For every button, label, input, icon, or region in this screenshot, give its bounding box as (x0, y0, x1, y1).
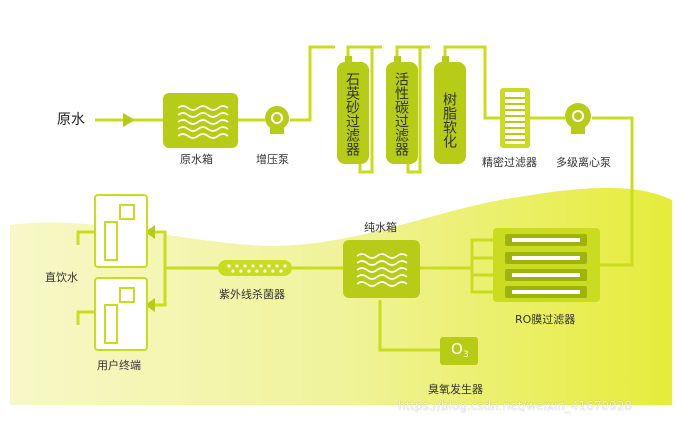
carbon-filter-label: 活性碳过滤器 (393, 72, 409, 156)
watermark: https://blog.csdn.net/weixin_41670928 (398, 399, 633, 413)
user-arrow-icon-2 (145, 298, 155, 312)
pipe-quartz-carbon (346, 45, 382, 62)
user-arrow-icon-1 (145, 225, 155, 239)
booster-pump-icon (265, 106, 289, 134)
pure-water-tank-label: 纯水箱 (364, 221, 397, 234)
direct-drink-label: 直饮水 (45, 271, 78, 284)
pipe-user2-loop (76, 310, 95, 325)
pipe-pump2-ro (592, 116, 634, 267)
raw-water-tank-icon (163, 93, 238, 148)
uv-sterilizer-icon (218, 260, 292, 276)
pipe-ro-out1 (420, 238, 498, 270)
resin-softener-icon (434, 56, 466, 164)
quartz-filter-label: 石英砂过滤器 (344, 72, 360, 156)
inlet-arrow-icon (123, 113, 135, 127)
quartz-filter-icon (337, 56, 369, 164)
ozone-generator-icon (440, 337, 478, 365)
pipe-uv-user1 (147, 230, 218, 270)
multistage-pump-icon (565, 103, 591, 134)
resin-softener-label: 树脂软化 (441, 92, 457, 148)
ozone-subscript: 3 (463, 350, 469, 360)
pipe-ozone (378, 300, 440, 352)
pipe-resin-precision (443, 45, 500, 120)
carbon-filter-icon (386, 56, 418, 164)
ro-filter-icon (493, 228, 600, 302)
raw-water-label: 原水 (57, 112, 85, 128)
pipe-carbon-resin (395, 45, 430, 62)
ozone-symbol: O (451, 340, 463, 358)
pipe-pump-filters (290, 45, 335, 122)
ro-filter-label: RO膜过滤器 (515, 313, 576, 326)
pipe-carbon-in (358, 45, 382, 174)
precision-filter-label: 精密过滤器 (482, 156, 537, 169)
uv-sterilizer-label: 紫外线杀菌器 (219, 288, 285, 301)
raw-water-tank-label: 原水箱 (180, 153, 213, 166)
ozone-generator-label: 臭氧发生器 (428, 383, 483, 396)
pipe-user1-loop (76, 230, 95, 245)
user-terminal-label: 用户终端 (97, 359, 141, 372)
multistage-pump-label: 多级离心泵 (556, 156, 611, 169)
booster-pump-label: 增压泵 (256, 153, 289, 166)
pipe-ro-out4 (470, 268, 498, 294)
pure-water-tank-icon (343, 240, 420, 298)
user-terminal-icon-2 (94, 277, 148, 351)
pipe-resin-in (406, 45, 430, 174)
precision-filter-icon (500, 88, 530, 148)
user-terminal-icon-1 (94, 194, 148, 268)
